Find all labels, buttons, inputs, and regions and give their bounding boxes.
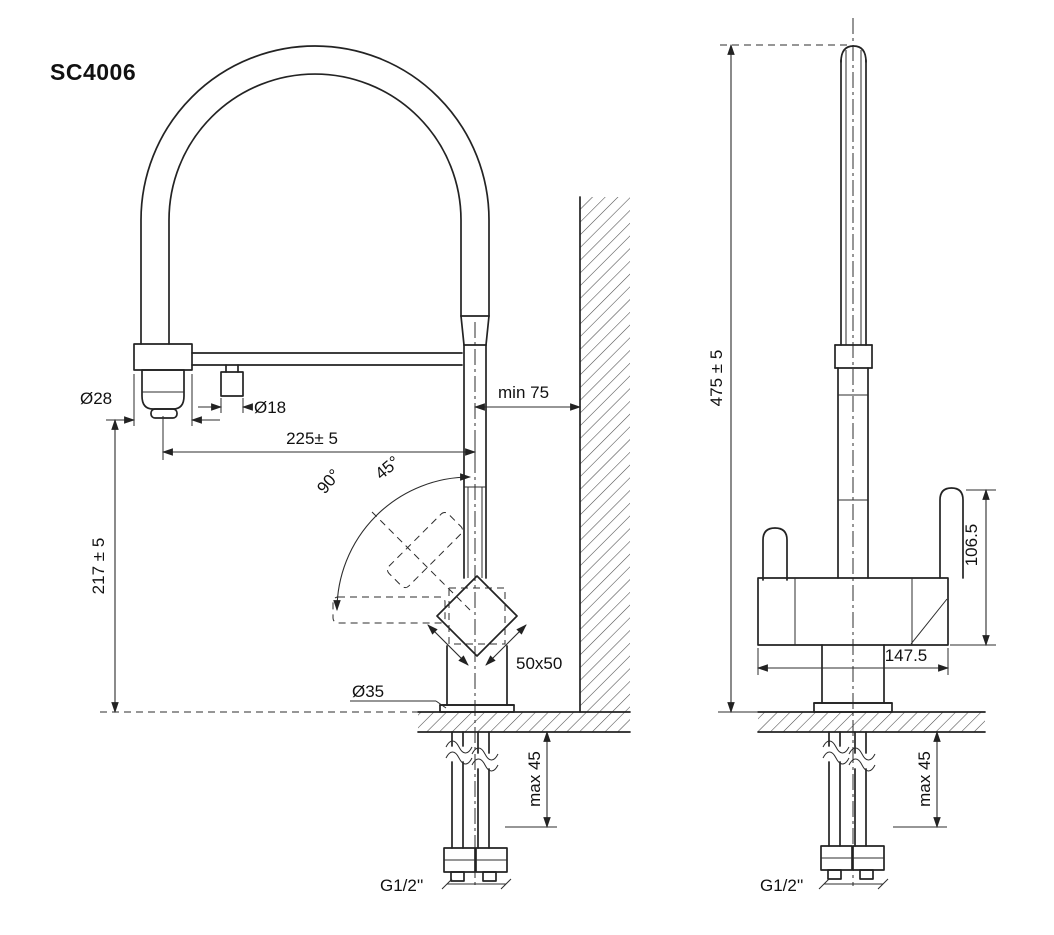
dim-total-height: 475 ± 5 xyxy=(707,43,848,714)
thread-left-label: G1/2'' xyxy=(380,876,423,895)
min75-label: min 75 xyxy=(498,383,549,402)
thread-right-label: G1/2'' xyxy=(760,876,803,895)
dim-thread-left: G1/2'' xyxy=(380,876,512,895)
front-spout xyxy=(834,45,873,579)
max45-right-label: max 45 xyxy=(915,751,934,807)
faucet-body-left xyxy=(436,575,518,713)
offset106-label: 106.5 xyxy=(962,524,981,567)
supply-hoses-right xyxy=(820,731,885,880)
dim-wall-clearance: min 75 xyxy=(473,383,582,411)
right-handle xyxy=(939,487,964,579)
countertop-hatch-left xyxy=(417,711,631,733)
swivel-range: 90° 45° xyxy=(313,452,472,624)
dim-body-section: 50x50 xyxy=(427,624,562,673)
left-handle xyxy=(762,527,788,581)
width147-label: 147.5 xyxy=(885,646,928,665)
dim-deck-thickness-right: max 45 xyxy=(893,730,947,829)
height475-label: 475 ± 5 xyxy=(707,350,726,407)
faucet-body-right xyxy=(757,577,949,713)
height217-label: 217 ± 5 xyxy=(89,538,108,595)
supply-hoses-left xyxy=(443,731,508,882)
dia18-label: Ø18 xyxy=(254,398,286,417)
dim-body-width: 147.5 xyxy=(756,646,950,675)
dim-thread-right: G1/2'' xyxy=(760,876,889,895)
reach-label: 225± 5 xyxy=(286,429,338,448)
holder-bar xyxy=(191,352,463,397)
dim-spray-head-diameter: Ø28 xyxy=(80,374,220,426)
dia35-label: Ø35 xyxy=(352,682,384,701)
wall-hatch xyxy=(579,196,630,713)
dim-deck-thickness-left: max 45 xyxy=(505,730,557,829)
model-title: SC4006 xyxy=(50,59,136,85)
dim-base-diameter: Ø35 xyxy=(350,682,447,709)
countertop-hatch-right xyxy=(757,711,986,733)
gooseneck-spout xyxy=(140,45,490,579)
angle-45-label: 45° xyxy=(372,452,404,483)
dim-spout-height: 217 ± 5 xyxy=(89,418,424,714)
dim-button-diameter: Ø18 xyxy=(198,398,286,417)
max45-left-label: max 45 xyxy=(525,751,544,807)
dim-spout-reach: 225± 5 xyxy=(161,416,477,460)
dim-handle-offset: 106.5 xyxy=(950,488,996,647)
dia28-label: Ø28 xyxy=(80,389,112,408)
front-view: 475 ± 5 106.5 147.5 max 45 G1/2'' xyxy=(707,18,996,895)
side-view: 90° 45° xyxy=(80,45,631,895)
spray-head xyxy=(133,343,193,419)
sec50-label: 50x50 xyxy=(516,654,562,673)
angle-90-label: 90° xyxy=(313,466,344,498)
